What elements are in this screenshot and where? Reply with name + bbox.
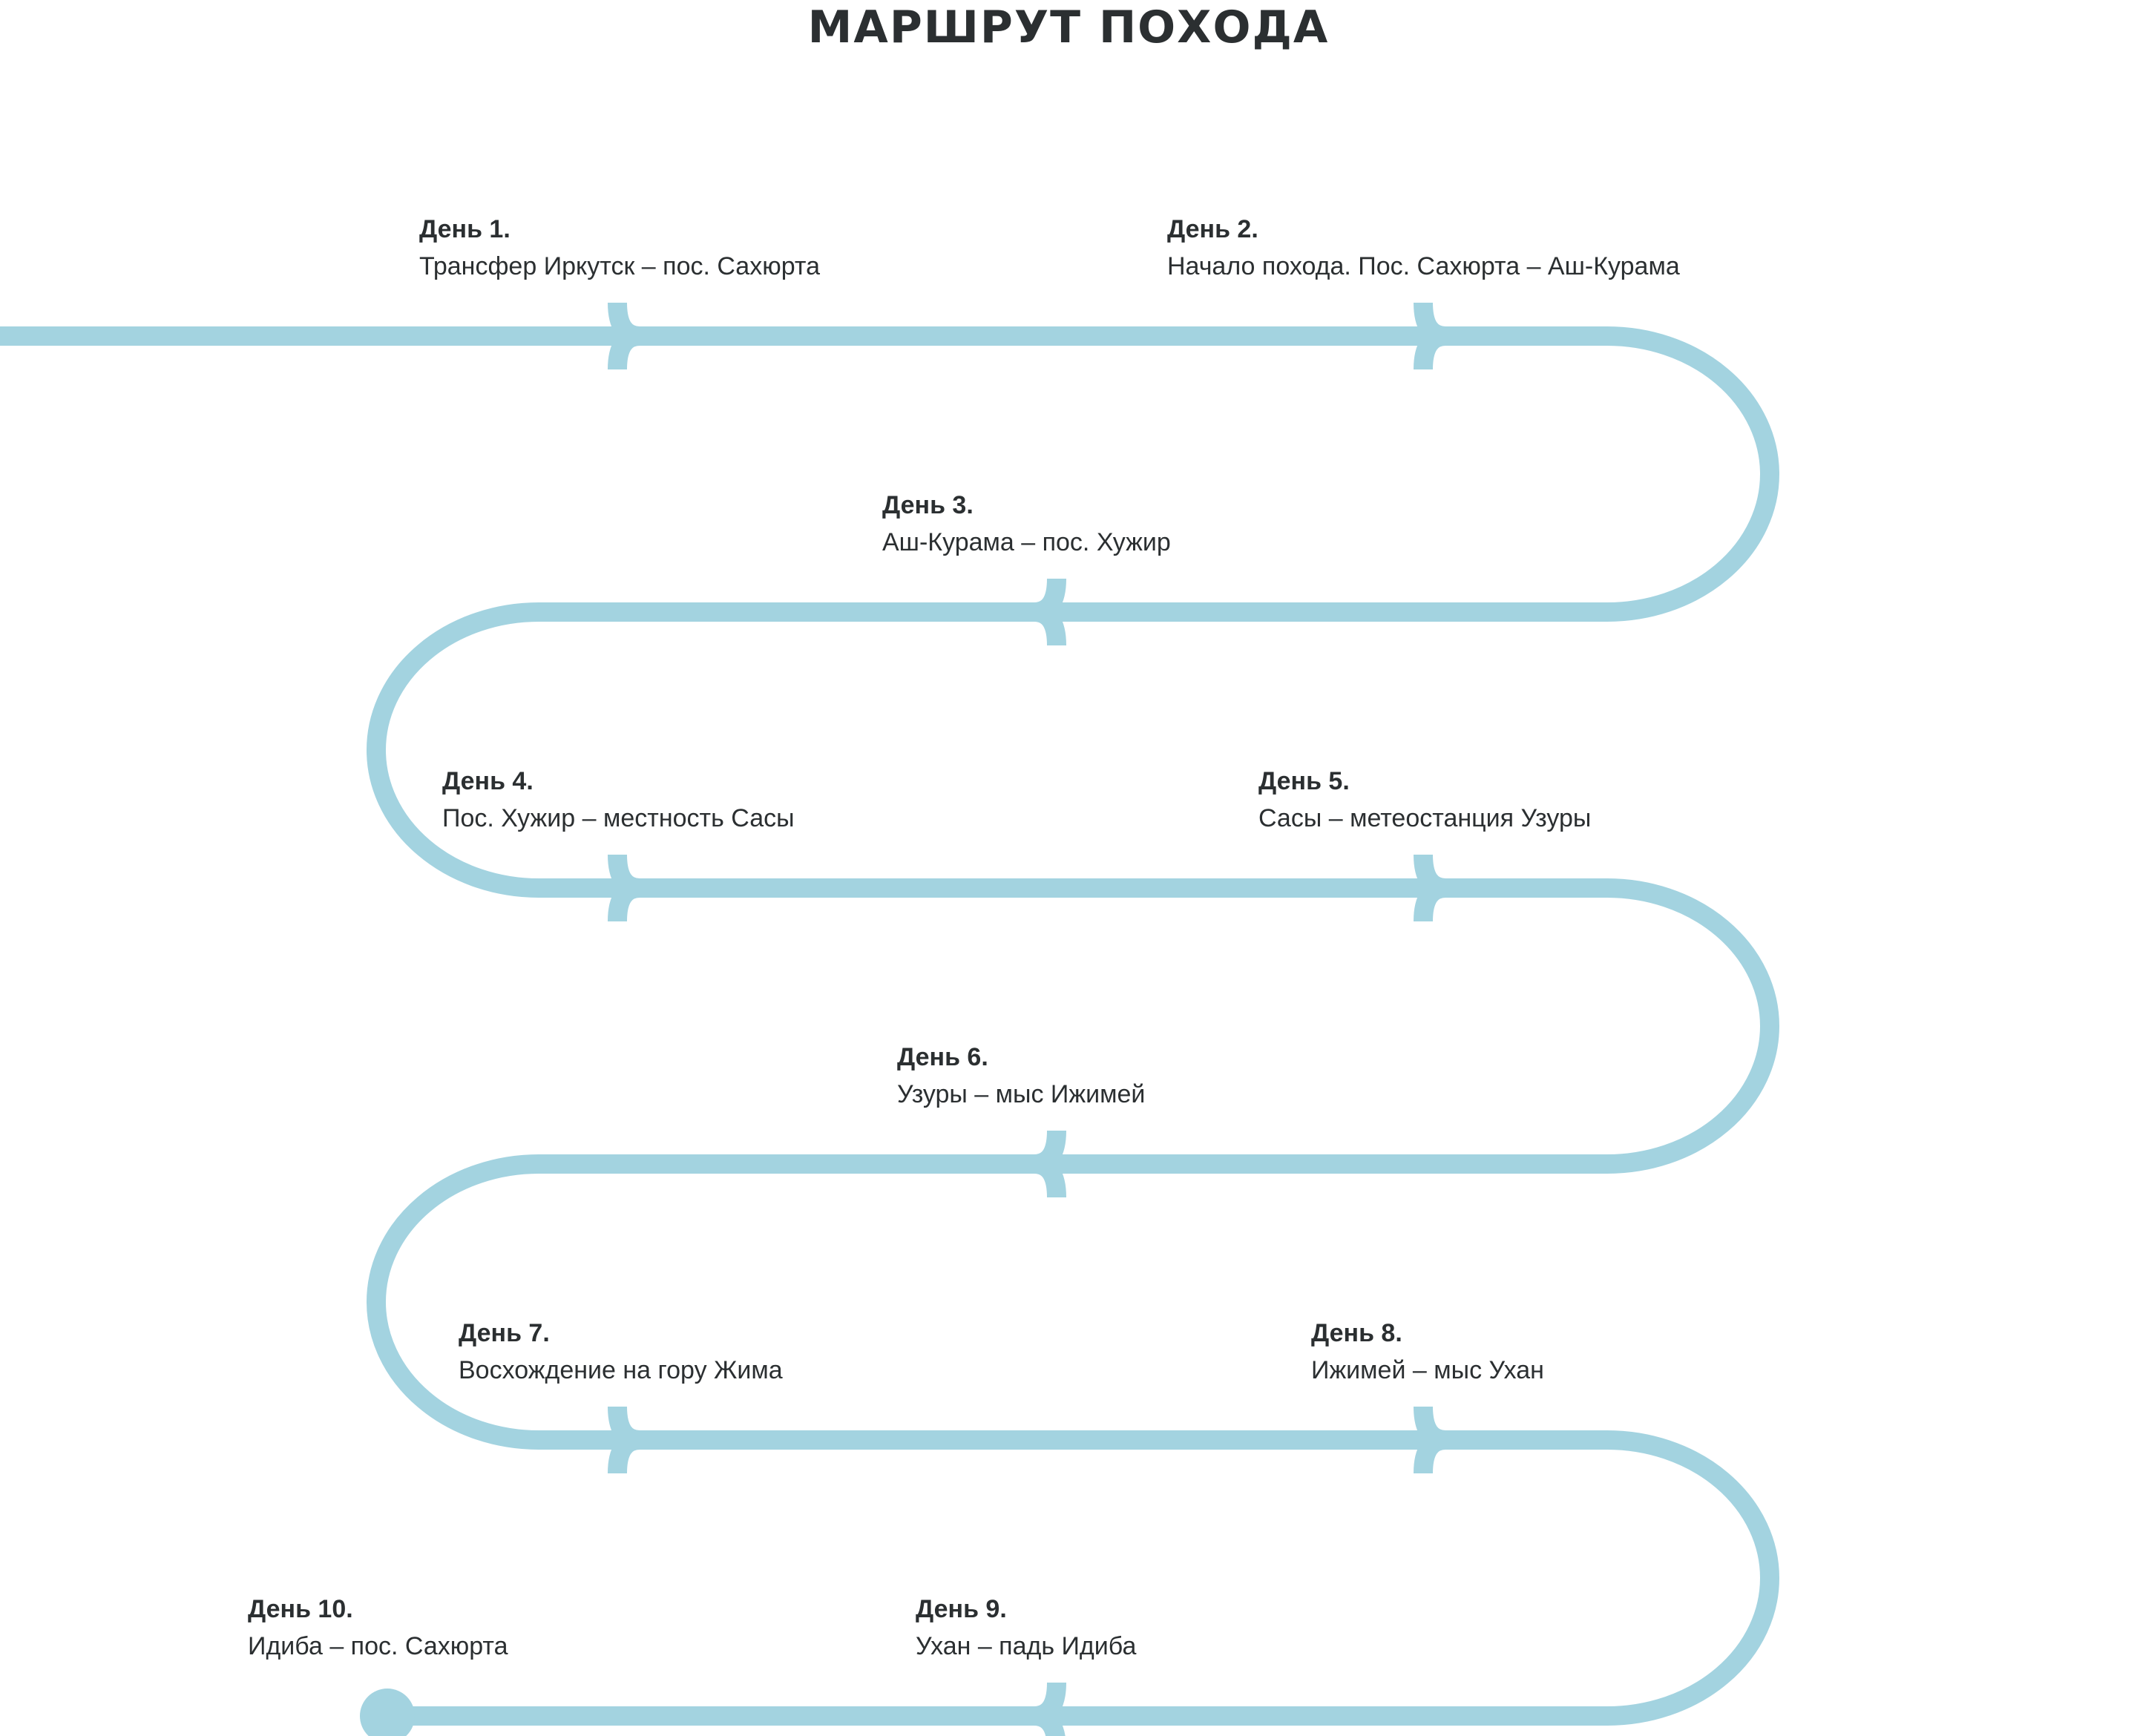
direction-chevron-icon [1033, 578, 1066, 646]
stage-day-label: День 2. [1167, 215, 1258, 243]
stage-description: Трансфер Иркутск – пос. Сахюрта [419, 252, 820, 280]
stage-day-10: День 10. Идиба – пос. Сахюрта [248, 1591, 508, 1665]
stage-day-label: День 4. [442, 767, 534, 795]
serpentine-route-line [0, 326, 1779, 1726]
stage-day-6: День 6. Узуры – мыс Ижимей [897, 1039, 1145, 1113]
stage-description: Узуры – мыс Ижимей [897, 1080, 1146, 1108]
stage-description: Начало похода. Пос. Сахюрта – Аш-Курама [1167, 252, 1680, 280]
page-title: МАРШРУТ ПОХОДА [807, 1, 1330, 53]
stage-day-label: День 7. [459, 1319, 550, 1347]
stage-day-1: День 1. Трансфер Иркутск – пос. Сахюрта [419, 211, 820, 285]
direction-chevron-icon [1414, 854, 1447, 922]
direction-chevron-icon [608, 854, 641, 922]
stage-day-8: День 8. Ижимей – мыс Ухан [1311, 1315, 1544, 1389]
direction-chevron-icon [1033, 1130, 1066, 1198]
direction-chevron-icon [608, 1406, 641, 1474]
stage-day-label: День 8. [1311, 1319, 1402, 1347]
stage-day-9: День 9. Ухан – падь Идиба [916, 1591, 1136, 1665]
stage-description: Идиба – пос. Сахюрта [248, 1632, 508, 1660]
direction-chevron-icon [608, 302, 641, 370]
stage-description: Ухан – падь Идиба [916, 1632, 1137, 1660]
stage-day-label: День 3. [882, 491, 974, 519]
stage-description: Аш-Курама – пос. Хужир [882, 528, 1171, 556]
stage-day-4: День 4. Пос. Хужир – местность Сасы [442, 763, 795, 837]
stage-day-5: День 5. Сасы – метеостанция Узуры [1258, 763, 1591, 837]
stage-day-7: День 7. Восхождение на гору Жима [459, 1315, 783, 1389]
stage-day-label: День 10. [248, 1595, 353, 1623]
stage-day-2: День 2. Начало похода. Пос. Сахюрта – Аш… [1167, 211, 1680, 285]
direction-chevron-icon [1414, 302, 1447, 370]
stage-day-label: День 6. [897, 1043, 988, 1071]
direction-chevron-icon [1414, 1406, 1447, 1474]
stage-description: Восхождение на гору Жима [459, 1356, 783, 1384]
route-end-dot [360, 1689, 415, 1736]
stage-description: Сасы – метеостанция Узуры [1258, 804, 1592, 832]
stage-day-3: День 3. Аш-Курама – пос. Хужир [882, 487, 1171, 561]
stage-day-label: День 9. [916, 1595, 1007, 1623]
stage-day-label: День 5. [1258, 767, 1350, 795]
stage-day-label: День 1. [419, 215, 511, 243]
direction-chevron-icon [1033, 1682, 1066, 1736]
stage-description: Ижимей – мыс Ухан [1311, 1356, 1544, 1384]
stage-description: Пос. Хужир – местность Сасы [442, 804, 795, 832]
